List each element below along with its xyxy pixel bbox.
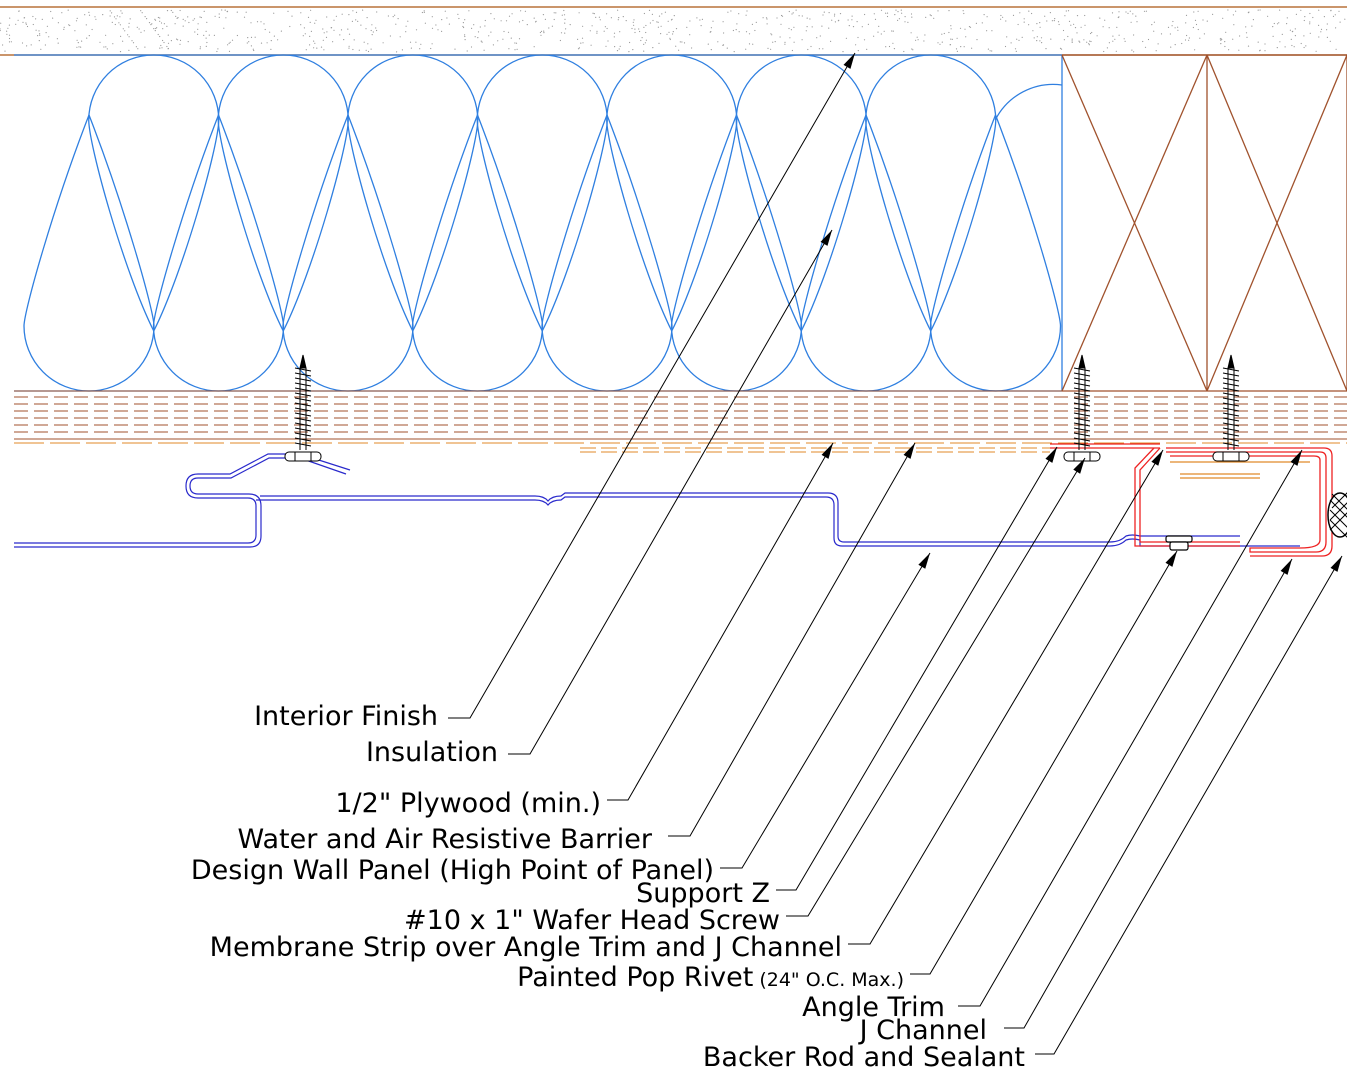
leader-membrane [848, 449, 1164, 945]
arrowhead-membrane [1151, 450, 1163, 466]
arrowhead-interior-finish [843, 53, 855, 69]
leader-backer-rod [1035, 555, 1343, 1055]
arrowhead-insulation [820, 230, 832, 246]
leader-plywood [607, 442, 834, 801]
arrowhead-pop-rivet [1165, 551, 1177, 567]
screw-icon [1212, 354, 1250, 462]
screw-icon [284, 354, 322, 462]
design-wall-panel [14, 453, 1300, 548]
leader-arrowheads [820, 53, 1342, 575]
pop-rivet [1165, 535, 1193, 551]
label-support-z: Support Z [636, 878, 770, 909]
label-plywood: 1/2" Plywood (min.) [335, 788, 601, 819]
label-screw: #10 x 1" Wafer Head Screw [404, 905, 780, 936]
label-backer-rod: Backer Rod and Sealant [703, 1042, 1025, 1073]
insulation-batt [14, 54, 1063, 392]
leader-angle-trim [958, 449, 1303, 1007]
interior-finish-layer [0, 6, 1347, 56]
leader-insulation [508, 229, 833, 755]
label-membrane: Membrane Strip over Angle Trim and J Cha… [210, 932, 842, 963]
plywood-sheathing [14, 390, 1347, 440]
leader-lines [448, 52, 1343, 1055]
label-barrier: Water and Air Resistive Barrier [238, 824, 653, 855]
arrowhead-angle-trim [1290, 450, 1302, 466]
callout-labels: Interior Finish Insulation 1/2" Plywood … [191, 701, 1025, 1073]
arrowhead-screw [1073, 458, 1085, 474]
water-air-barrier [14, 442, 1347, 453]
arrowhead-wall-panel [918, 553, 930, 569]
label-pop-rivet-main: Painted Pop Rivet [517, 962, 753, 993]
label-insulation: Insulation [366, 737, 498, 768]
label-pop-rivet-note: (24" O.C. Max.) [759, 969, 904, 991]
label-pop-rivet: Painted Pop Rivet (24" O.C. Max.) [517, 962, 904, 993]
leader-screw [786, 457, 1086, 917]
leader-pop-rivet [910, 550, 1178, 975]
label-wall-panel: Design Wall Panel (High Point of Panel) [191, 855, 714, 886]
leader-support-z [776, 446, 1058, 891]
label-interior-finish: Interior Finish [254, 701, 438, 732]
leader-barrier [668, 442, 916, 837]
wafer-head-screws [284, 354, 1250, 462]
arrowhead-barrier [903, 443, 915, 459]
wood-stud-blocking [1061, 54, 1347, 392]
arrowhead-backer-rod [1330, 556, 1342, 572]
label-angle-trim: Angle Trim [802, 992, 945, 1023]
leader-j-channel [1004, 558, 1293, 1029]
leader-wall-panel [720, 552, 931, 869]
arrowhead-plywood [821, 443, 833, 459]
backer-rod [1327, 492, 1347, 538]
arrowhead-support-z [1045, 447, 1057, 463]
leader-interior-finish [448, 52, 856, 719]
screw-icon [1063, 354, 1101, 462]
label-j-channel: J Channel [858, 1015, 987, 1046]
arrowhead-j-channel [1280, 559, 1292, 575]
